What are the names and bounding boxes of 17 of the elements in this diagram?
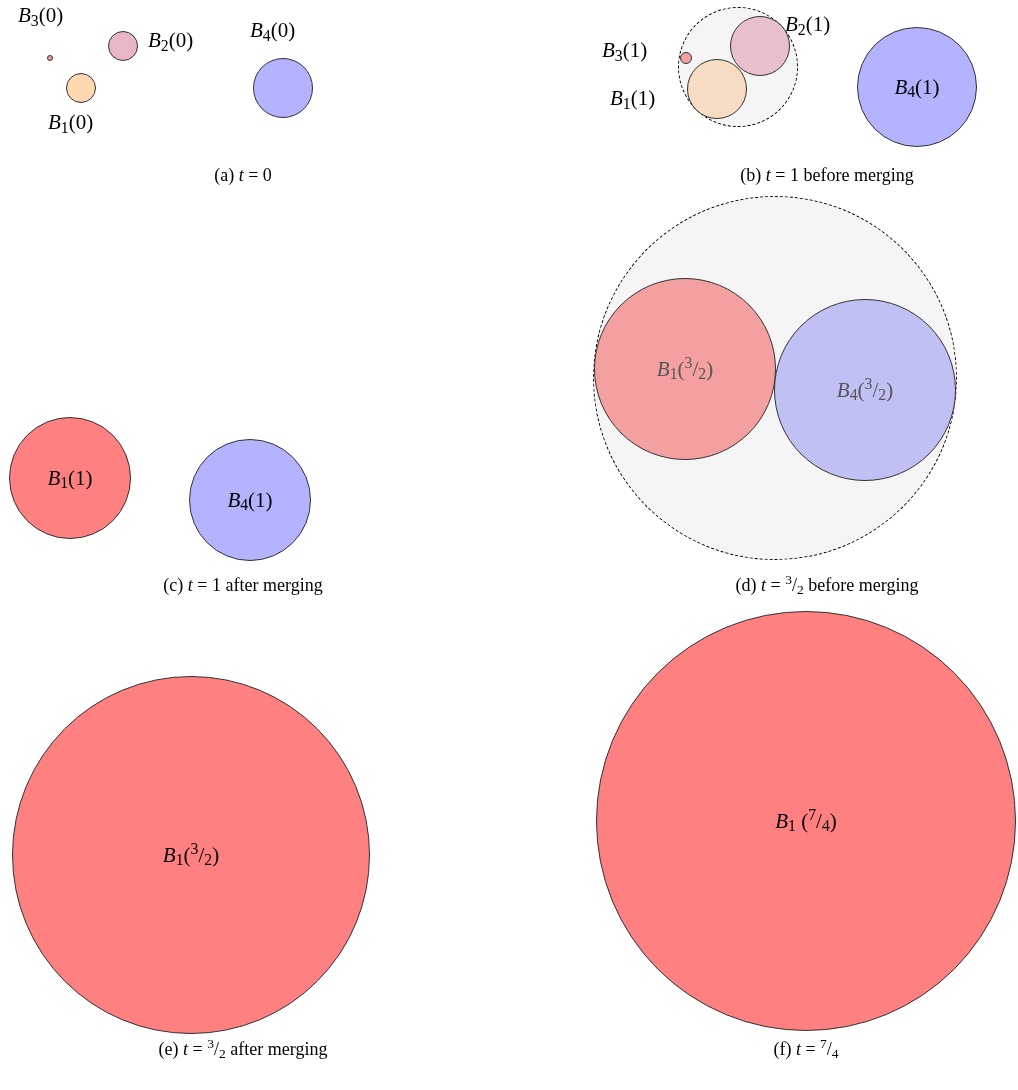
circle-label: B$_{3}$(1) — [602, 40, 648, 61]
circle-label: B$_{4}$(0) — [250, 20, 296, 41]
panel-caption: (a) t = 0 — [214, 166, 272, 184]
circle-label: B$_{4}$(1) — [894, 76, 940, 98]
circle-label: B$_{3}$(0) — [18, 5, 64, 26]
circle-label: B$_{4}$($^{3}$/$_{2}$) — [836, 379, 894, 401]
circle-label: B$_{4}$(1) — [227, 489, 273, 511]
panel-caption: (b) t = 1 before merging — [740, 166, 914, 184]
panel-caption: (c) t = 1 after merging — [163, 576, 323, 594]
circle-label: B$_{1}$ ($^{7}$/$_{4}$) — [775, 810, 837, 832]
circle-label: B$_{1}$(0) — [48, 112, 94, 133]
circle-label: B$_{2}$(1) — [785, 14, 831, 35]
circle-label: B$_{1}$($^{3}$/$_{2}$) — [656, 358, 714, 380]
circle-label: B$_{1}$(1) — [47, 467, 93, 489]
circle-label: B$_{2}$(0) — [148, 30, 194, 51]
circle-label: B$_{1}$($^{3}$/$_{2}$) — [162, 844, 220, 866]
circle-label: B$_{1}$(1) — [610, 88, 656, 109]
